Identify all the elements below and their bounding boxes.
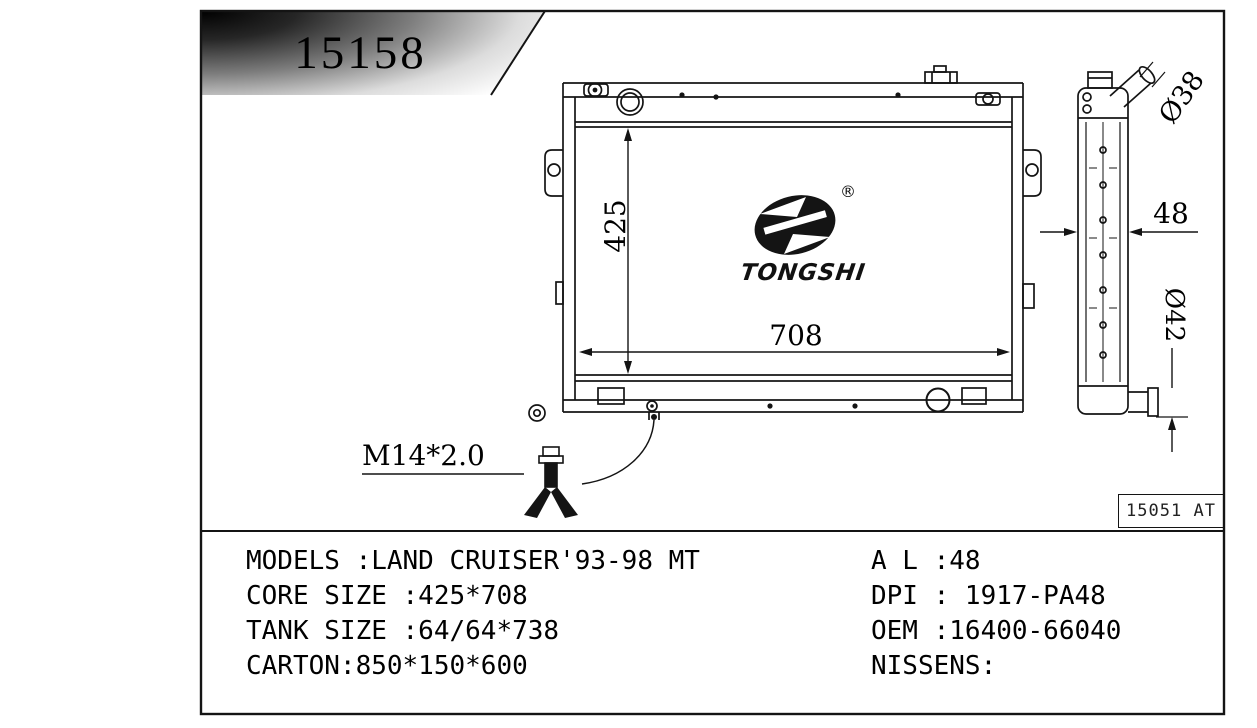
spec-carton: CARTON:850*150*600 <box>246 651 528 681</box>
spec-dpi: DPI : 1917-PA48 <box>871 581 1106 611</box>
spec-tank-size: TANK SIZE :64/64*738 <box>246 616 560 646</box>
spec-oem: OEM :16400-66040 <box>871 616 1122 646</box>
spec-nissens: NISSENS: <box>871 651 997 681</box>
spec-core-size: CORE SIZE :425*708 <box>246 581 528 611</box>
spec-models: MODELS :LAND CRUISER'93-98 MT <box>246 546 700 576</box>
spec-al: A L :48 <box>871 546 981 576</box>
